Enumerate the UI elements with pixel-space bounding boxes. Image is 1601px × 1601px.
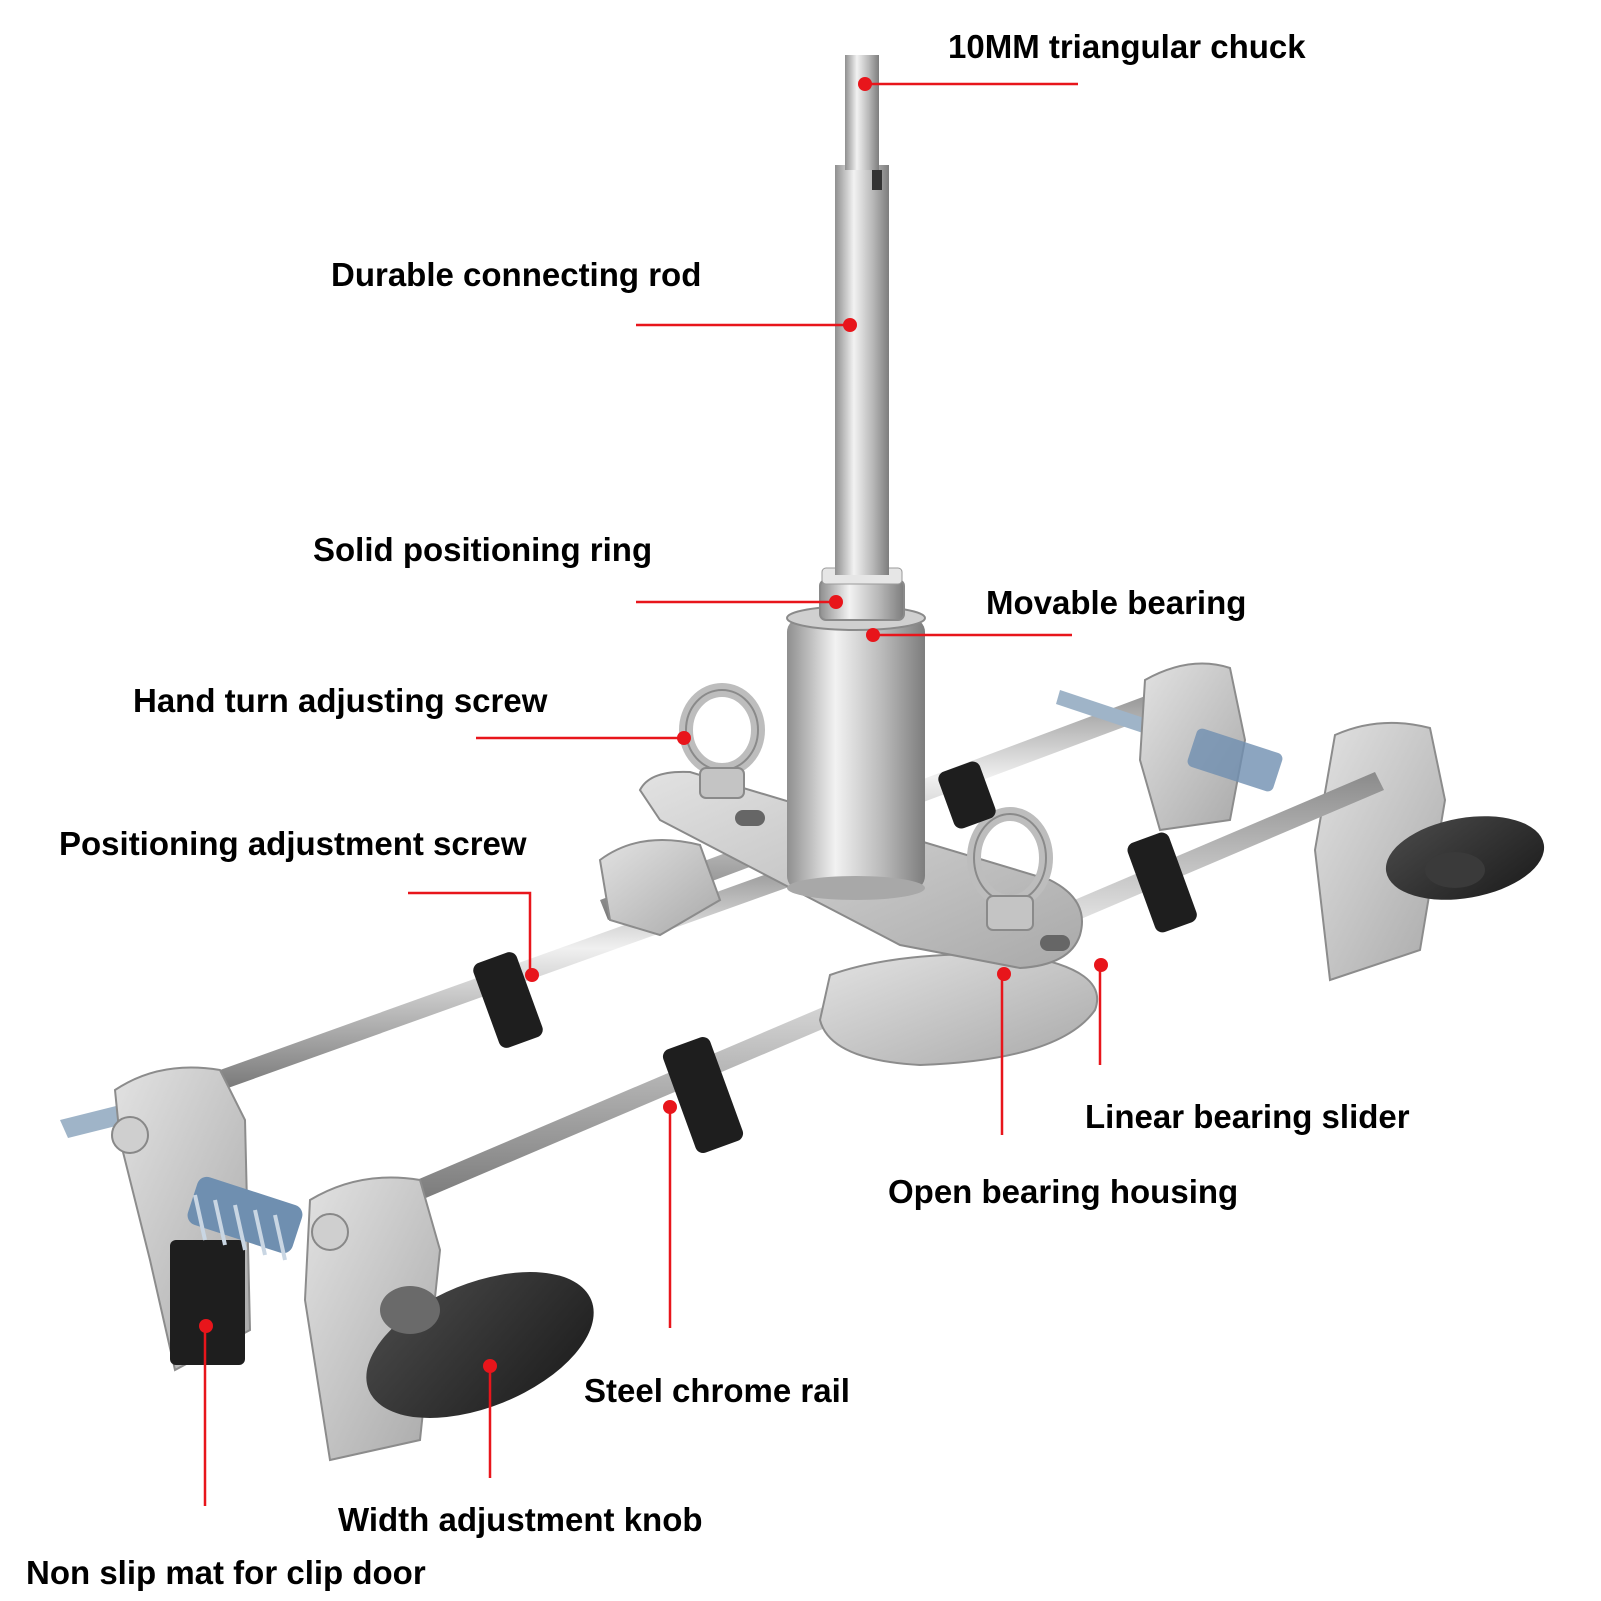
label-hand-turn-screw: Hand turn adjusting screw [133,682,548,719]
right-rear-clamp [1138,662,1283,832]
callout-lines [203,82,1102,1506]
callout-dot-rod [843,318,857,332]
rail-collars [473,761,1197,1153]
label-width-adjustment-knob: Width adjustment knob [338,1501,703,1538]
right-knob [1385,816,1545,900]
connecting-rod [835,55,889,575]
vertical-housing [786,605,926,900]
label-triangular-chuck: 10MM triangular chuck [948,28,1306,65]
positioning-ring [819,567,905,621]
eye-bolt-right [967,807,1053,931]
callout-dot-slider [1094,958,1108,972]
eye-bolt-left [679,683,765,799]
label-movable-bearing: Movable bearing [986,584,1247,621]
callout-dot-chuck [858,77,872,91]
callout-dot-housing [997,967,1011,981]
callout-dot-mat [199,1319,213,1333]
callout-dot-pos-screw [525,968,539,982]
callout-dots [199,77,1108,1373]
clamp-spring [187,1176,303,1261]
callout-dot-ring [829,595,843,609]
callout-dot-bearing [866,628,880,642]
label-linear-bearing-slider: Linear bearing slider [1085,1098,1410,1135]
label-connecting-rod: Durable connecting rod [331,256,702,293]
label-positioning-ring: Solid positioning ring [313,531,653,568]
label-non-slip-mat: Non slip mat for clip door [26,1554,426,1591]
callout-dot-rail [663,1100,677,1114]
bearing-housing-block [598,839,1098,1067]
left-rear-clamp [60,1066,252,1372]
label-positioning-adjustment-screw: Positioning adjustment screw [59,825,527,862]
callout-line-pos-screw [408,891,532,973]
callout-dot-knob [483,1359,497,1373]
left-knob [366,1272,594,1418]
label-open-bearing-housing: Open bearing housing [888,1173,1239,1210]
label-steel-chrome-rail: Steel chrome rail [584,1372,850,1409]
callout-dot-hand-screw [677,731,691,745]
